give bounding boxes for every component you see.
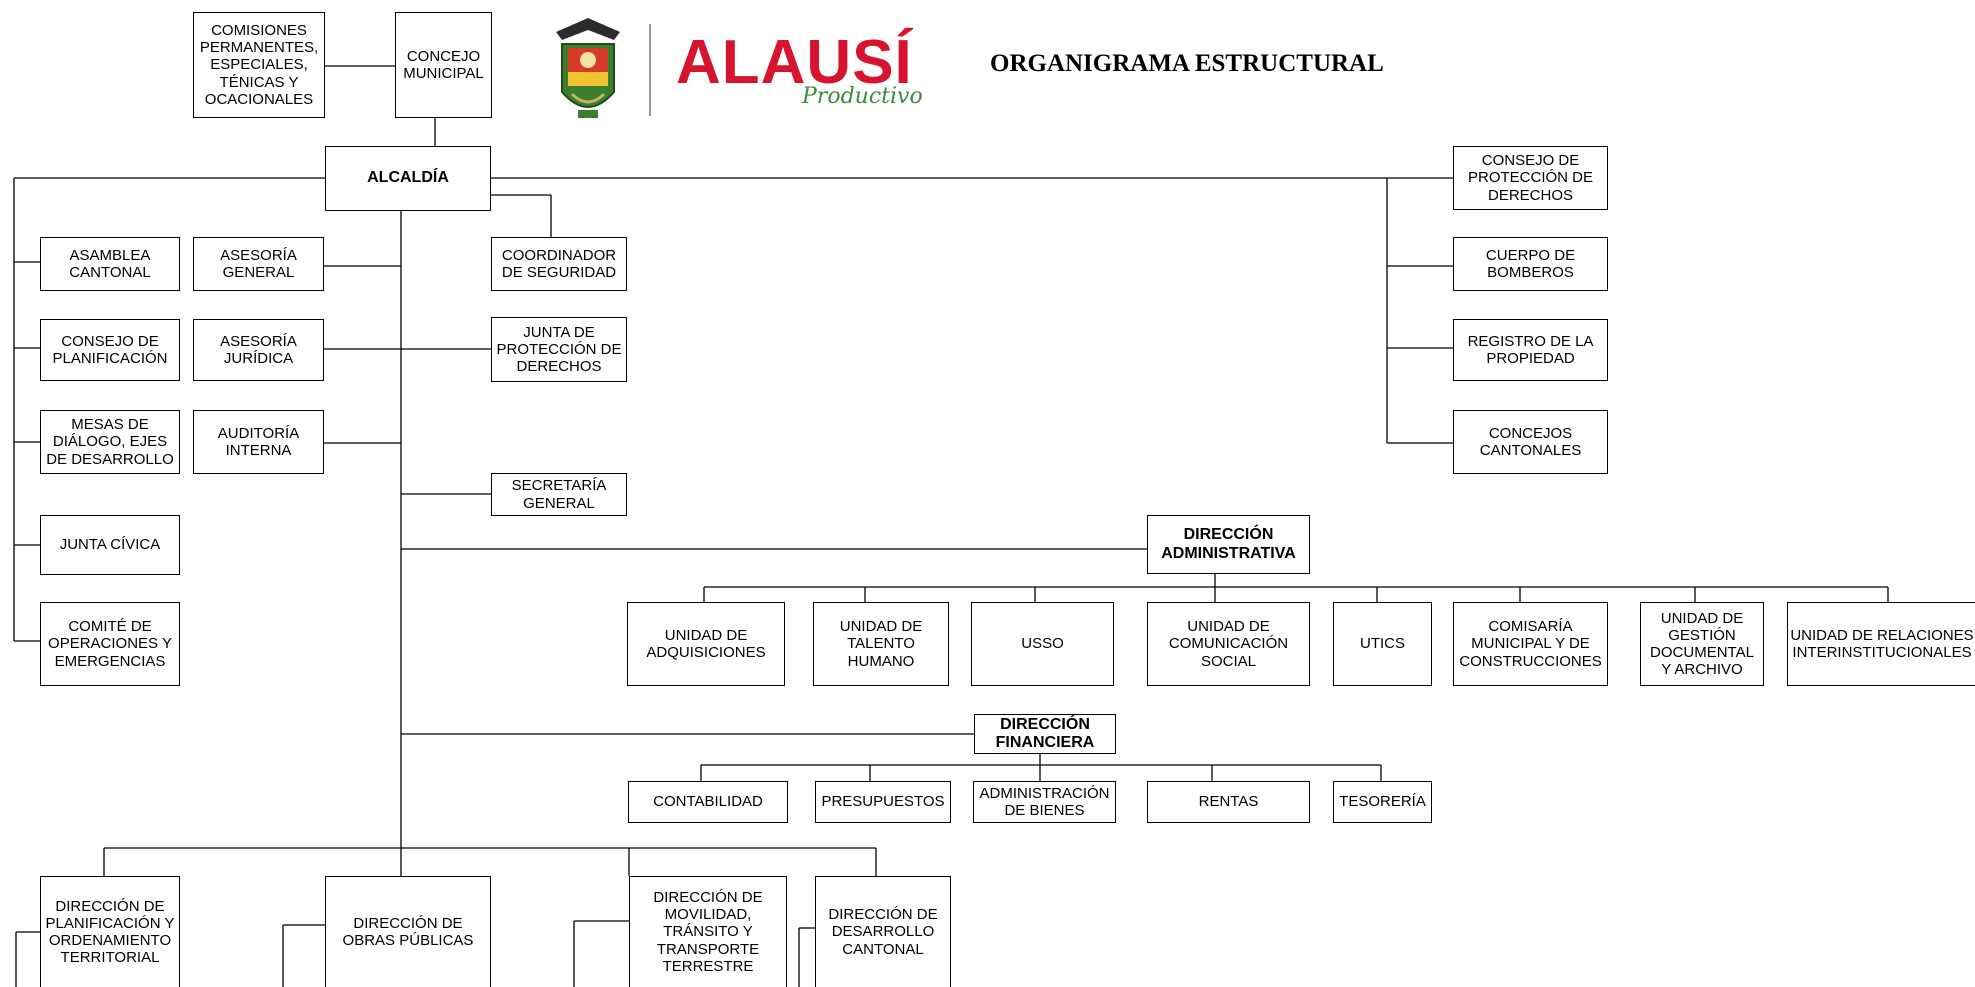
logo-tagline: Productivo <box>802 84 923 109</box>
unit-presupuestos: PRESUPUESTOS <box>815 781 951 823</box>
node-coordinador-seguridad: COORDINADOR DE SEGURIDAD <box>491 237 627 291</box>
node-consejo-proteccion: CONSEJO DE PROTECCIÓN DE DERECHOS <box>1453 146 1608 210</box>
node-direccion-financiera: DIRECCIÓN FINANCIERA <box>974 714 1116 754</box>
node-alcaldia: ALCALDÍA <box>325 146 491 211</box>
alausi-logo: ALAUSÍ Productivo <box>548 14 923 126</box>
unit-adquisiciones: UNIDAD DE ADQUISICIONES <box>627 602 785 686</box>
node-comite-operaciones: COMITÉ DE OPERACIONES Y EMERGENCIAS <box>40 602 180 686</box>
unit-rentas: RENTAS <box>1147 781 1310 823</box>
unit-administracion-bienes: ADMINISTRACIÓN DE BIENES <box>973 781 1116 823</box>
unit-gestion-documental: UNIDAD DE GESTIÓN DOCUMENTAL Y ARCHIVO <box>1640 602 1764 686</box>
node-asamblea-cantonal: ASAMBLEA CANTONAL <box>40 237 180 291</box>
unit-relaciones-interinstitucionales: UNIDAD DE RELACIONES INTERINSTITUCIONALE… <box>1787 602 1975 686</box>
node-direccion-movilidad: DIRECCIÓN DE MOVILIDAD, TRÁNSITO Y TRANS… <box>629 876 787 987</box>
page-title: ORGANIGRAMA ESTRUCTURAL <box>990 50 1384 77</box>
node-consejo-planificacion: CONSEJO DE PLANIFICACIÓN <box>40 319 180 381</box>
node-junta-civica: JUNTA CÍVICA <box>40 515 180 575</box>
logo-wordmark: ALAUSÍ <box>676 28 913 97</box>
node-junta-proteccion: JUNTA DE PROTECCIÓN DE DERECHOS <box>491 317 627 382</box>
unit-comunicacion-social: UNIDAD DE COMUNICACIÓN SOCIAL <box>1147 602 1310 686</box>
node-direccion-planificacion: DIRECCIÓN DE PLANIFICACIÓN Y ORDENAMIENT… <box>40 876 180 987</box>
unit-usso: USSO <box>971 602 1114 686</box>
unit-contabilidad: CONTABILIDAD <box>628 781 788 823</box>
node-direccion-obras-publicas: DIRECCIÓN DE OBRAS PÚBLICAS <box>325 876 491 987</box>
node-cuerpo-bomberos: CUERPO DE BOMBEROS <box>1453 237 1608 291</box>
node-comisiones: COMISIONES PERMANENTES, ESPECIALES, TÉNI… <box>193 12 325 118</box>
node-concejos-cantonales: CONCEJOS CANTONALES <box>1453 410 1608 474</box>
logo-divider <box>649 24 651 116</box>
node-direccion-desarrollo-cantonal: DIRECCIÓN DE DESARROLLO CANTONAL <box>815 876 951 987</box>
node-auditoria-interna: AUDITORÍA INTERNA <box>193 410 324 474</box>
node-mesas-dialogo: MESAS DE DIÁLOGO, EJES DE DESARROLLO <box>40 410 180 474</box>
unit-tesoreria: TESORERÍA <box>1333 781 1432 823</box>
node-asesoria-juridica: ASESORÍA JURÍDICA <box>193 319 324 381</box>
node-concejo-municipal: CONCEJO MUNICIPAL <box>395 12 492 118</box>
node-secretaria-general: SECRETARÍA GENERAL <box>491 473 627 516</box>
node-asesoria-general: ASESORÍA GENERAL <box>193 237 324 291</box>
node-registro-propiedad: REGISTRO DE LA PROPIEDAD <box>1453 319 1608 381</box>
unit-comisaria-municipal: COMISARÍA MUNICIPAL Y DE CONSTRUCCIONES <box>1453 602 1608 686</box>
node-direccion-administrativa: DIRECCIÓN ADMINISTRATIVA <box>1147 515 1310 574</box>
coat-of-arms-icon <box>556 18 620 118</box>
unit-utics: UTICS <box>1333 602 1432 686</box>
unit-talento-humano: UNIDAD DE TALENTO HUMANO <box>813 602 949 686</box>
